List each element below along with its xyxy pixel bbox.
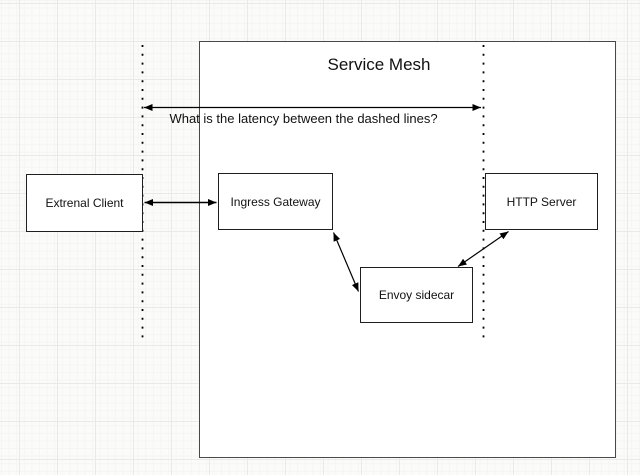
node-http-server-label: HTTP Server: [506, 194, 577, 209]
latency-question-label: What is the latency between the dashed l…: [169, 111, 438, 126]
node-ingress-gateway-label: Ingress Gateway: [230, 194, 321, 209]
node-http-server: HTTP Server: [485, 173, 598, 230]
node-envoy-sidecar-label: Envoy sidecar: [378, 288, 455, 302]
service-mesh-boundary: [199, 41, 616, 458]
node-envoy-sidecar: Envoy sidecar: [360, 267, 473, 323]
diagram-title: Service Mesh: [327, 55, 431, 74]
node-external-client: Extrenal Client: [26, 174, 143, 232]
node-external-client-label: Extrenal Client: [45, 196, 124, 210]
node-ingress-gateway: Ingress Gateway: [218, 173, 333, 230]
